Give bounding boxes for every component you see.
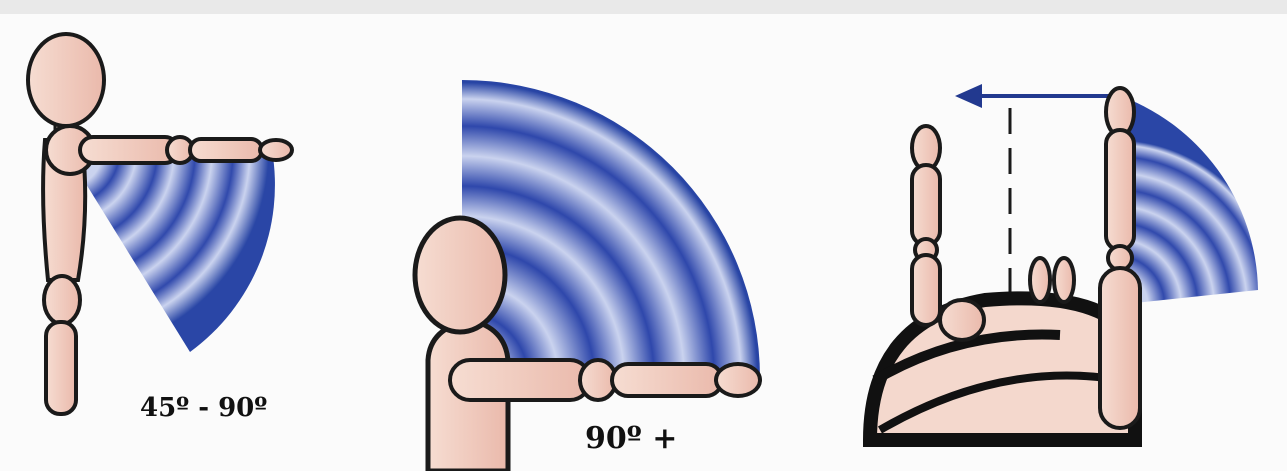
mannequin-hand xyxy=(1030,258,1050,302)
mannequin-arm-horizontal xyxy=(450,360,760,400)
panel-flexion-low: 45º - 90º xyxy=(28,34,292,423)
mannequin-head xyxy=(28,34,104,126)
mannequin-torso-top xyxy=(870,298,1135,440)
mannequin-leg xyxy=(44,276,80,414)
panel-flexion-high: 90º + xyxy=(415,80,760,471)
reach-sector-high xyxy=(462,80,760,378)
angle-label-high: 90º + xyxy=(585,421,677,456)
mannequin-right-arm xyxy=(1100,88,1140,428)
arrow-left-icon xyxy=(955,84,1110,108)
panel-lateral xyxy=(870,84,1258,440)
mannequin-head xyxy=(415,218,505,332)
angle-label-low: 45º - 90º xyxy=(140,393,267,423)
mannequin-head xyxy=(940,300,984,340)
mannequin-left-arm xyxy=(912,126,940,325)
reach-sector-low xyxy=(65,150,275,352)
mannequin-arm-horizontal xyxy=(80,137,292,163)
reach-sector-lateral xyxy=(1115,94,1258,305)
header-band xyxy=(0,0,1287,14)
mannequin-hand xyxy=(1054,258,1074,302)
